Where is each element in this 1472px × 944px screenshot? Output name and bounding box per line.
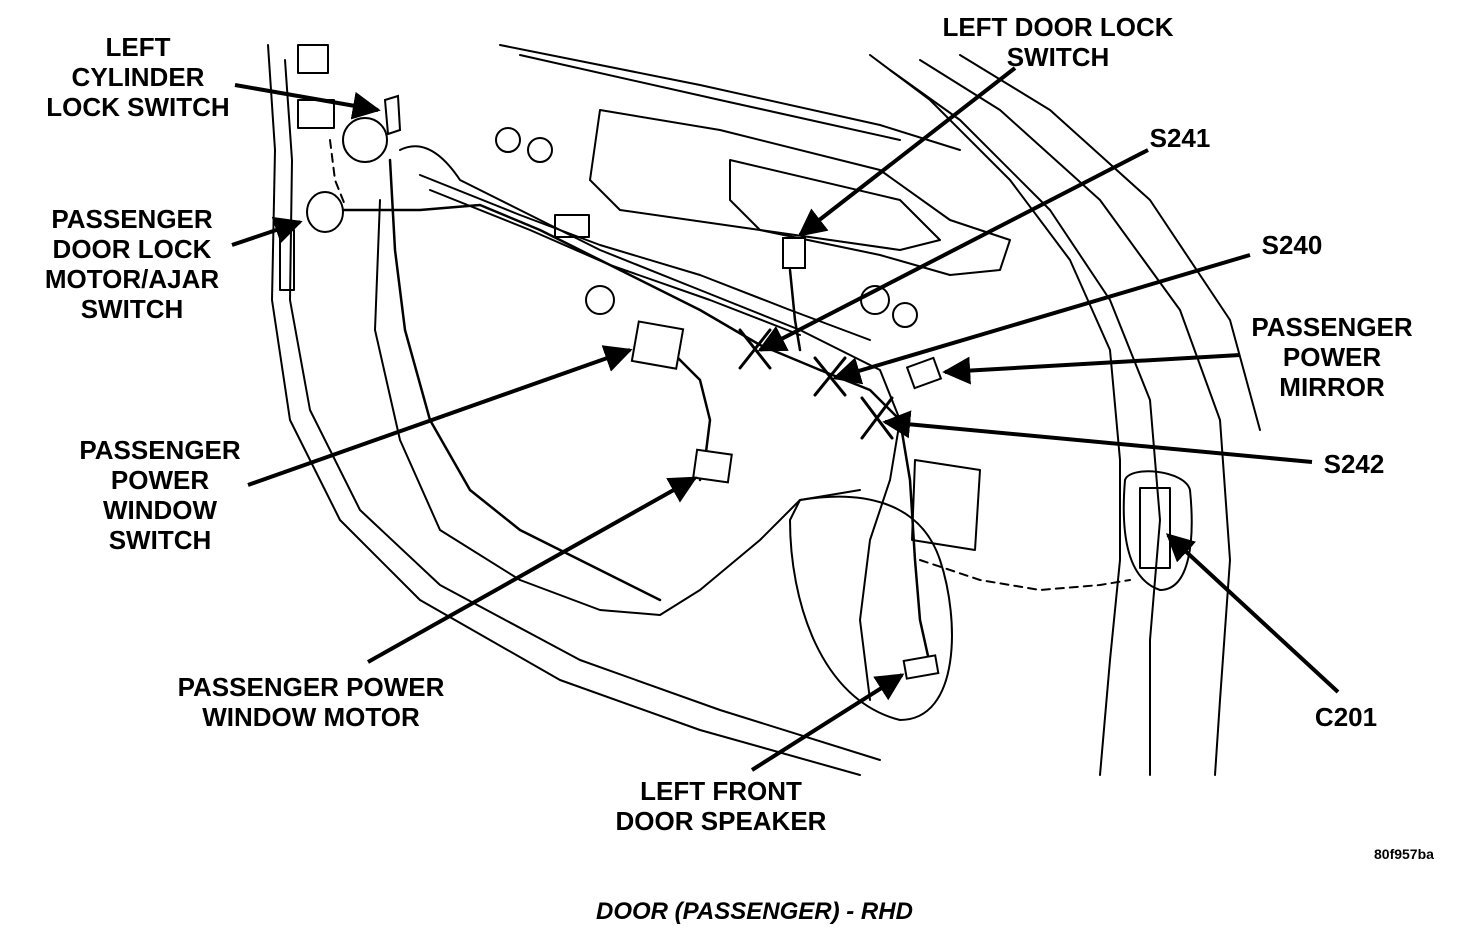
access-hole xyxy=(527,137,553,163)
reference-code: 80f957ba xyxy=(1374,846,1434,862)
label-line: WINDOW MOTOR xyxy=(202,702,420,732)
leader-speaker xyxy=(750,673,905,772)
label-line: MOTOR/AJAR xyxy=(44,264,220,294)
door-top-frame xyxy=(499,44,961,151)
label-line: LEFT xyxy=(105,32,171,62)
door-handle xyxy=(1139,487,1171,569)
wiring-harness xyxy=(388,158,662,602)
label-line: LOCK SWITCH xyxy=(46,92,230,122)
leader-s240 xyxy=(832,253,1251,385)
label-s241: S241 xyxy=(1140,123,1220,153)
access-hole xyxy=(495,127,521,153)
leader-window-switch xyxy=(247,345,633,487)
window-switch-part xyxy=(630,320,685,370)
label-line: PASSENGER POWER xyxy=(177,672,445,702)
label-passenger-door-lock-motor-ajar-switch: PASSENGER DOOR LOCK MOTOR/AJAR SWITCH xyxy=(32,204,232,324)
label-line: SWITCH xyxy=(1006,42,1110,72)
label-line: S240 xyxy=(1261,230,1323,260)
door-top-frame-2 xyxy=(519,54,901,141)
speaker-recess xyxy=(789,495,953,721)
label-passenger-power-window-switch: PASSENGER POWER WINDOW SWITCH xyxy=(60,435,260,555)
slot xyxy=(297,44,329,74)
label-line: PASSENGER xyxy=(79,435,241,465)
pillar-outer xyxy=(869,54,1121,776)
label-s240: S240 xyxy=(1252,230,1332,260)
inner-panel-upper-rail xyxy=(419,174,871,341)
label-line: S242 xyxy=(1323,449,1385,479)
slot xyxy=(297,99,335,129)
wiring-harness-branch xyxy=(788,268,802,352)
speaker-connector xyxy=(902,654,940,680)
door-outer-shell-inner xyxy=(284,59,881,761)
label-c201: C201 xyxy=(1304,702,1388,732)
leader-s242 xyxy=(882,410,1313,464)
label-line: LEFT FRONT xyxy=(640,776,802,806)
leader-mirror xyxy=(942,353,1241,385)
label-line: S241 xyxy=(1149,123,1211,153)
label-line: DOOR LOCK xyxy=(52,234,212,264)
label-line: SWITCH xyxy=(108,525,212,555)
label-line: POWER xyxy=(110,465,210,495)
access-hole xyxy=(585,285,615,315)
leader-s241 xyxy=(757,148,1149,352)
label-line: PASSENGER xyxy=(1251,312,1413,342)
label-left-door-lock-switch: LEFT DOOR LOCK SWITCH xyxy=(925,12,1191,72)
pillar-far-edge xyxy=(959,54,1261,431)
window-motor-connector xyxy=(692,448,733,484)
slot xyxy=(279,229,295,291)
leader-door-lock-motor xyxy=(231,216,303,247)
label-line: SWITCH xyxy=(80,294,184,324)
label-line: DOOR SPEAKER xyxy=(615,806,827,836)
label-line: WINDOW xyxy=(102,495,218,525)
label-left-front-door-speaker: LEFT FRONT DOOR SPEAKER xyxy=(605,776,837,836)
door-lock-motor-part xyxy=(306,191,344,233)
label-line: LEFT DOOR LOCK xyxy=(942,12,1174,42)
label-passenger-power-mirror: PASSENGER POWER MIRROR xyxy=(1236,312,1428,402)
pillar-edge xyxy=(919,59,1231,776)
splice-mark-s242 xyxy=(860,396,894,440)
label-line: C201 xyxy=(1314,702,1378,732)
label-line: MIRROR xyxy=(1279,372,1385,402)
label-line: PASSENGER xyxy=(51,204,213,234)
mirror-connector xyxy=(905,356,943,390)
wiring-harness-branch xyxy=(898,418,932,667)
door-lock-switch-part xyxy=(782,237,806,269)
window-inner-panel xyxy=(729,159,941,251)
slot xyxy=(554,214,590,238)
cylinder-lock-switch-part xyxy=(383,94,402,136)
figure-caption: DOOR (PASSENGER) - RHD xyxy=(596,898,913,925)
window-frame xyxy=(589,109,1011,276)
inner-panel-lower xyxy=(374,199,861,616)
label-line: POWER xyxy=(1282,342,1382,372)
access-hole xyxy=(342,117,388,163)
inner-panel-upper-rail-2 xyxy=(429,189,801,336)
access-hole xyxy=(892,302,918,328)
leader-left-cylinder-lock-switch xyxy=(234,83,381,120)
inner-panel-contour xyxy=(399,145,901,701)
leader-left-door-lock-switch xyxy=(797,66,1017,237)
wiring-harness-dashed xyxy=(329,139,346,206)
label-s242: S242 xyxy=(1312,449,1396,479)
label-line: CYLINDER xyxy=(71,62,205,92)
label-passenger-power-window-motor: PASSENGER POWER WINDOW MOTOR xyxy=(165,672,457,732)
leader-c201 xyxy=(1165,533,1340,694)
side-access-panel xyxy=(911,459,981,551)
door-handle-bezel xyxy=(1122,470,1193,591)
wiring-harness-dashed xyxy=(919,559,1131,591)
leader-window-motor xyxy=(367,476,698,664)
door-outer-shell xyxy=(267,44,861,776)
label-left-cylinder-lock-switch: LEFT CYLINDER LOCK SWITCH xyxy=(40,32,236,122)
pillar-inner xyxy=(889,69,1161,776)
